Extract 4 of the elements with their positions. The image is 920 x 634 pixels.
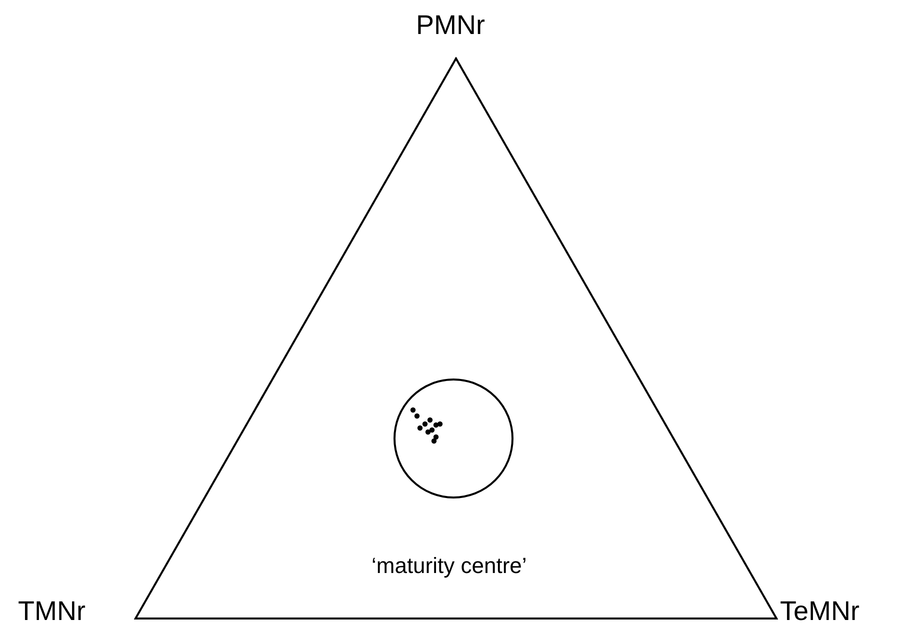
vertex-label: TMNr: [18, 598, 86, 625]
vertex-label: PMNr: [416, 12, 485, 39]
annotation: ‘maturity centre’: [372, 555, 527, 577]
vertex-label: TeMNr: [780, 598, 860, 625]
